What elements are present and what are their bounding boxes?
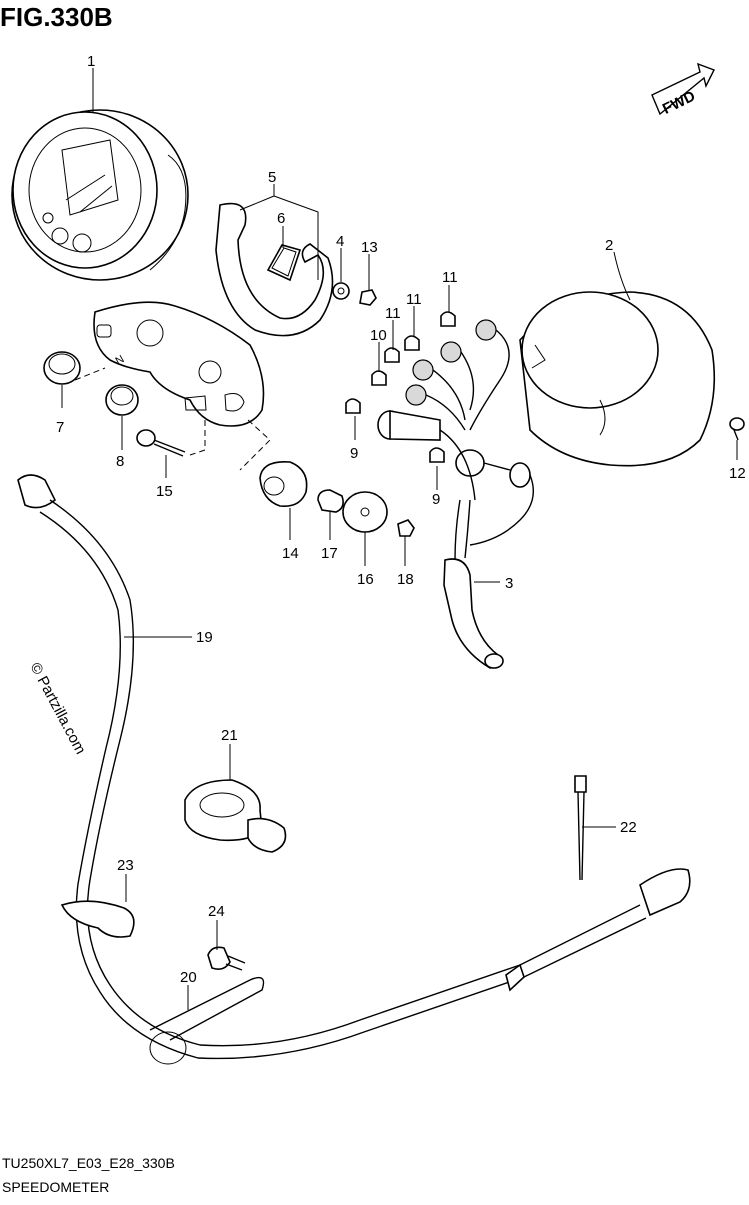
collar-17: [317, 489, 344, 513]
callout-4: 4: [336, 233, 344, 250]
washer-16: [342, 491, 388, 533]
callout-15: 15: [156, 483, 173, 500]
leader-lines: [61, 68, 738, 1010]
callout-11c: 11: [385, 305, 401, 322]
callout-14: 14: [282, 545, 299, 562]
callout-9a: 9: [350, 445, 358, 462]
screw-15: [136, 429, 186, 457]
watermark: © Partzilla.com: [26, 660, 88, 757]
callout-6: 6: [277, 210, 285, 227]
callout-11b: 11: [406, 291, 422, 308]
plug-7: [43, 351, 81, 385]
callout-13: 13: [361, 239, 378, 256]
speedometer-cable: [17, 474, 691, 1060]
washer-4: [332, 282, 350, 300]
speedometer-unit: [11, 109, 189, 281]
callout-1: 1: [87, 53, 95, 70]
callout-3: 3: [505, 575, 513, 592]
screw-12: [729, 417, 745, 441]
bolt-24: [207, 946, 246, 971]
callout-7: 7: [56, 419, 64, 436]
callout-5: 5: [268, 169, 276, 186]
callout-23: 23: [117, 857, 134, 874]
figure-caption: SPEEDOMETER: [2, 1179, 109, 1195]
indicator-socket: [266, 244, 302, 282]
callout-16: 16: [357, 571, 374, 588]
nut-18: [397, 519, 415, 537]
callout-9b: 9: [432, 491, 440, 508]
callout-24: 24: [208, 903, 225, 920]
callout-19: 19: [196, 629, 213, 646]
model-code: TU250XL7_E03_E28_330B: [2, 1155, 175, 1171]
callout-20: 20: [180, 969, 197, 986]
callout-numbers: 1 2 3 4 5 6 7 8 9 9 10 11 11 11 12 13 14…: [56, 53, 746, 986]
callout-11a: 11: [442, 269, 458, 286]
callout-22: 22: [620, 819, 637, 836]
callout-17: 17: [321, 545, 338, 562]
callout-12: 12: [729, 465, 746, 482]
bulbs: [345, 311, 456, 463]
callout-21: 21: [221, 727, 238, 744]
meter-cover: [519, 291, 716, 467]
callout-2: 2: [605, 237, 613, 254]
clamp-21: [184, 779, 287, 853]
nut-13: [359, 289, 377, 306]
fwd-arrow-icon: FWD: [651, 62, 715, 118]
clamp-23: [60, 900, 135, 938]
callout-8: 8: [116, 453, 124, 470]
meter-bracket: N: [93, 202, 334, 427]
plug-8: [105, 384, 139, 416]
wiring-harness: [377, 319, 534, 670]
clamp-20: [149, 976, 265, 1065]
cable-tie-22: [574, 775, 587, 881]
figure-title: FIG.330B: [0, 2, 113, 32]
callout-18: 18: [397, 571, 414, 588]
callout-10: 10: [370, 327, 387, 344]
cushion-14: [259, 461, 308, 508]
